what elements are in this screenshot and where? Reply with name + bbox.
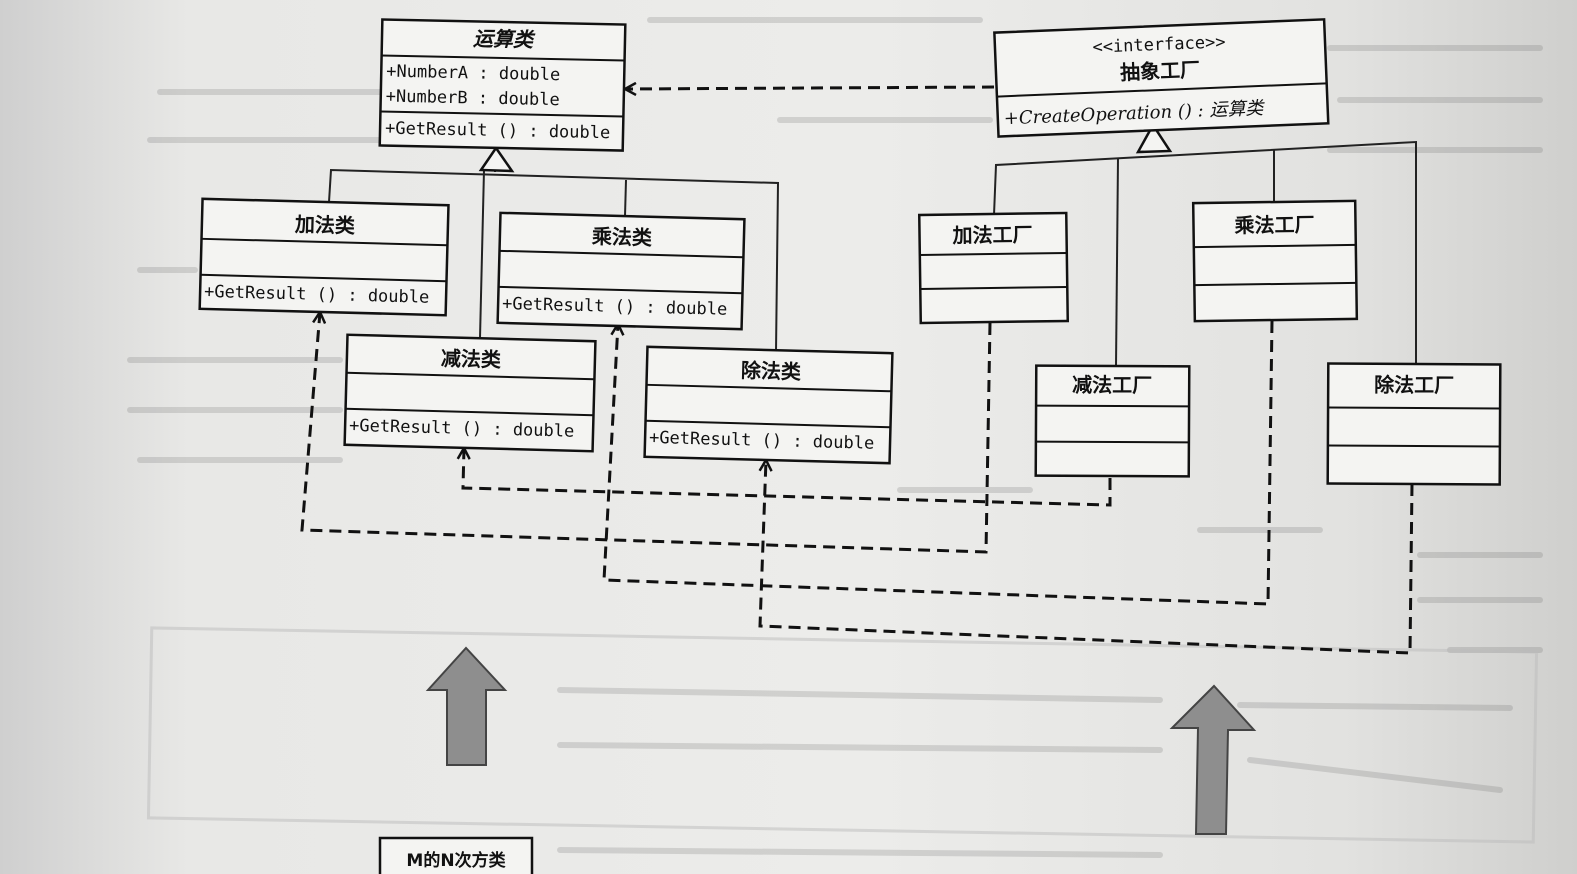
left-up-arrow-icon <box>425 646 508 766</box>
right-up-arrow-icon <box>1169 684 1257 835</box>
m-power-n-class[interactable]: M的N次方类 <box>378 836 534 874</box>
multiply-operation-title: 乘法类 <box>591 224 653 250</box>
subtract-operation-title: 减法类 <box>441 346 502 372</box>
add-operation-class[interactable]: 加法类 +GetResult () : double <box>198 197 450 317</box>
divide-factory-title: 除法工厂 <box>1374 373 1454 397</box>
multiply-factory-title: 乘法工厂 <box>1233 212 1314 237</box>
abstract-factory-interface[interactable]: <<interface>> 抽象工厂 +CreateOperation () :… <box>993 18 1330 138</box>
multiply-factory-class[interactable]: 乘法工厂 <box>1191 199 1359 323</box>
abstract-factory-title: 抽象工厂 <box>1120 57 1201 84</box>
add-factory-class[interactable]: 加法工厂 <box>917 211 1070 325</box>
divide-factory-class[interactable]: 除法工厂 <box>1326 362 1502 486</box>
subtract-operation-class[interactable]: 减法类 +GetResult () : double <box>343 333 597 453</box>
add-factory-title: 加法工厂 <box>951 222 1032 247</box>
background-page-texture <box>127 17 1543 858</box>
operation-base-title: 运算类 <box>473 26 536 51</box>
add-operation-title: 加法类 <box>294 212 356 238</box>
attribute-number-a: +NumberA : double <box>386 62 560 86</box>
operation-inheritance-lines <box>328 145 780 353</box>
multiply-operation-class[interactable]: 乘法类 +GetResult () : double <box>496 211 746 331</box>
operation-inheritance-triangle <box>478 145 515 173</box>
subtract-factory-title: 减法工厂 <box>1072 373 1152 397</box>
background-code-panel <box>146 626 1539 844</box>
factory-to-operation-dependency <box>625 87 995 89</box>
operation-base-class[interactable]: 运算类 +NumberA : double +NumberB : double … <box>378 18 627 152</box>
method-get-result: +GetResult () : double <box>385 119 611 144</box>
m-power-n-title: M的N次方类 <box>406 850 506 871</box>
divide-operation-class[interactable]: 除法类 +GetResult () : double <box>643 345 894 465</box>
attribute-number-b: +NumberB : double <box>386 87 560 111</box>
subtract-factory-class[interactable]: 减法工厂 <box>1034 364 1191 478</box>
divide-operation-title: 除法类 <box>741 358 802 384</box>
factory-dependency-lines <box>300 312 1414 655</box>
factory-inheritance-triangle <box>1135 122 1173 154</box>
